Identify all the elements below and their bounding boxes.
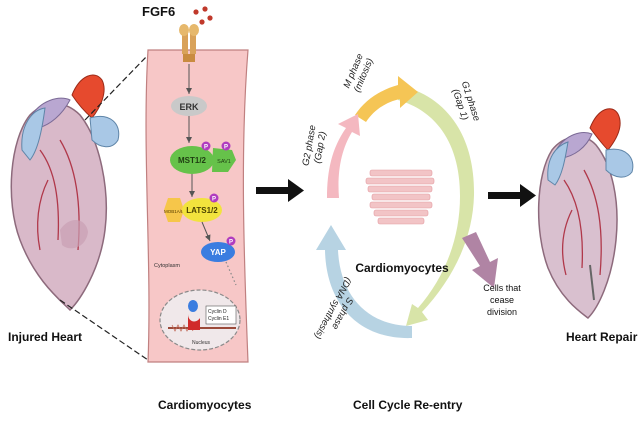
exit-label-line3: division xyxy=(487,307,517,317)
injured-heart-caption: Injured Heart xyxy=(8,330,83,344)
erk-label: ERK xyxy=(179,102,199,112)
arrow-to-repair xyxy=(488,184,536,207)
fgf6-ligand-dots xyxy=(193,6,213,25)
m-arrow xyxy=(355,76,418,122)
zoom-line-top xyxy=(84,54,149,121)
mob-lats-complex: MOB1A/B LATS1/2 P xyxy=(164,193,222,222)
cyclin-e-label: Cyclin E1 xyxy=(208,316,229,322)
g1-arrow xyxy=(398,86,475,326)
sav-label: SAV1 xyxy=(217,159,231,165)
lats-label: LATS1/2 xyxy=(186,206,218,215)
nucleus-label: Nucleus xyxy=(192,340,211,346)
mst-sav-complex: MST1/2 SAV1 P P xyxy=(170,141,236,174)
exit-label-line1: Cells that xyxy=(483,283,521,293)
yap-degradation-dots xyxy=(225,261,237,286)
svg-text:P: P xyxy=(204,145,208,151)
s-arrow xyxy=(316,225,412,339)
svg-text:P: P xyxy=(229,240,233,246)
yap-node: YAP P xyxy=(201,236,236,262)
yap-label: YAP xyxy=(210,248,226,257)
erk-node: ERK xyxy=(171,96,207,116)
cardiomyocyte-striation-icon xyxy=(365,169,435,225)
fgf-receptor-icon xyxy=(179,24,199,62)
heart-repair-caption: Heart Repair xyxy=(566,330,638,344)
arrow-lats-yap xyxy=(201,221,211,242)
cyclin-d-label: Cyclin D xyxy=(208,309,227,315)
cytoplasm-label: Cytoplasm xyxy=(154,263,180,269)
exit-arrow xyxy=(462,232,498,288)
exit-label-line2: cease xyxy=(490,295,514,305)
ligand-label: FGF6 xyxy=(142,4,176,19)
arrow-to-cycle xyxy=(256,179,304,202)
svg-text:P: P xyxy=(224,145,228,151)
mob-label: MOB1A/B xyxy=(164,209,184,214)
svg-text:P: P xyxy=(212,197,216,203)
injured-heart-illustration xyxy=(10,74,120,312)
cardiomyocytes-caption: Cardiomyocytes xyxy=(158,398,252,412)
cell-cycle-caption: Cell Cycle Re-entry xyxy=(353,398,463,412)
repaired-heart-illustration xyxy=(537,108,634,319)
mst-label: MST1/2 xyxy=(178,156,207,165)
cycle-center-label: Cardiomyocytes xyxy=(355,261,449,275)
nucleus: Cyclin D Cyclin E1 Nucleus xyxy=(159,289,241,351)
cell-cycle: Cardiomyocytes M phase (mitosis) G1 phas… xyxy=(301,52,522,341)
g2-arrow xyxy=(327,114,360,198)
